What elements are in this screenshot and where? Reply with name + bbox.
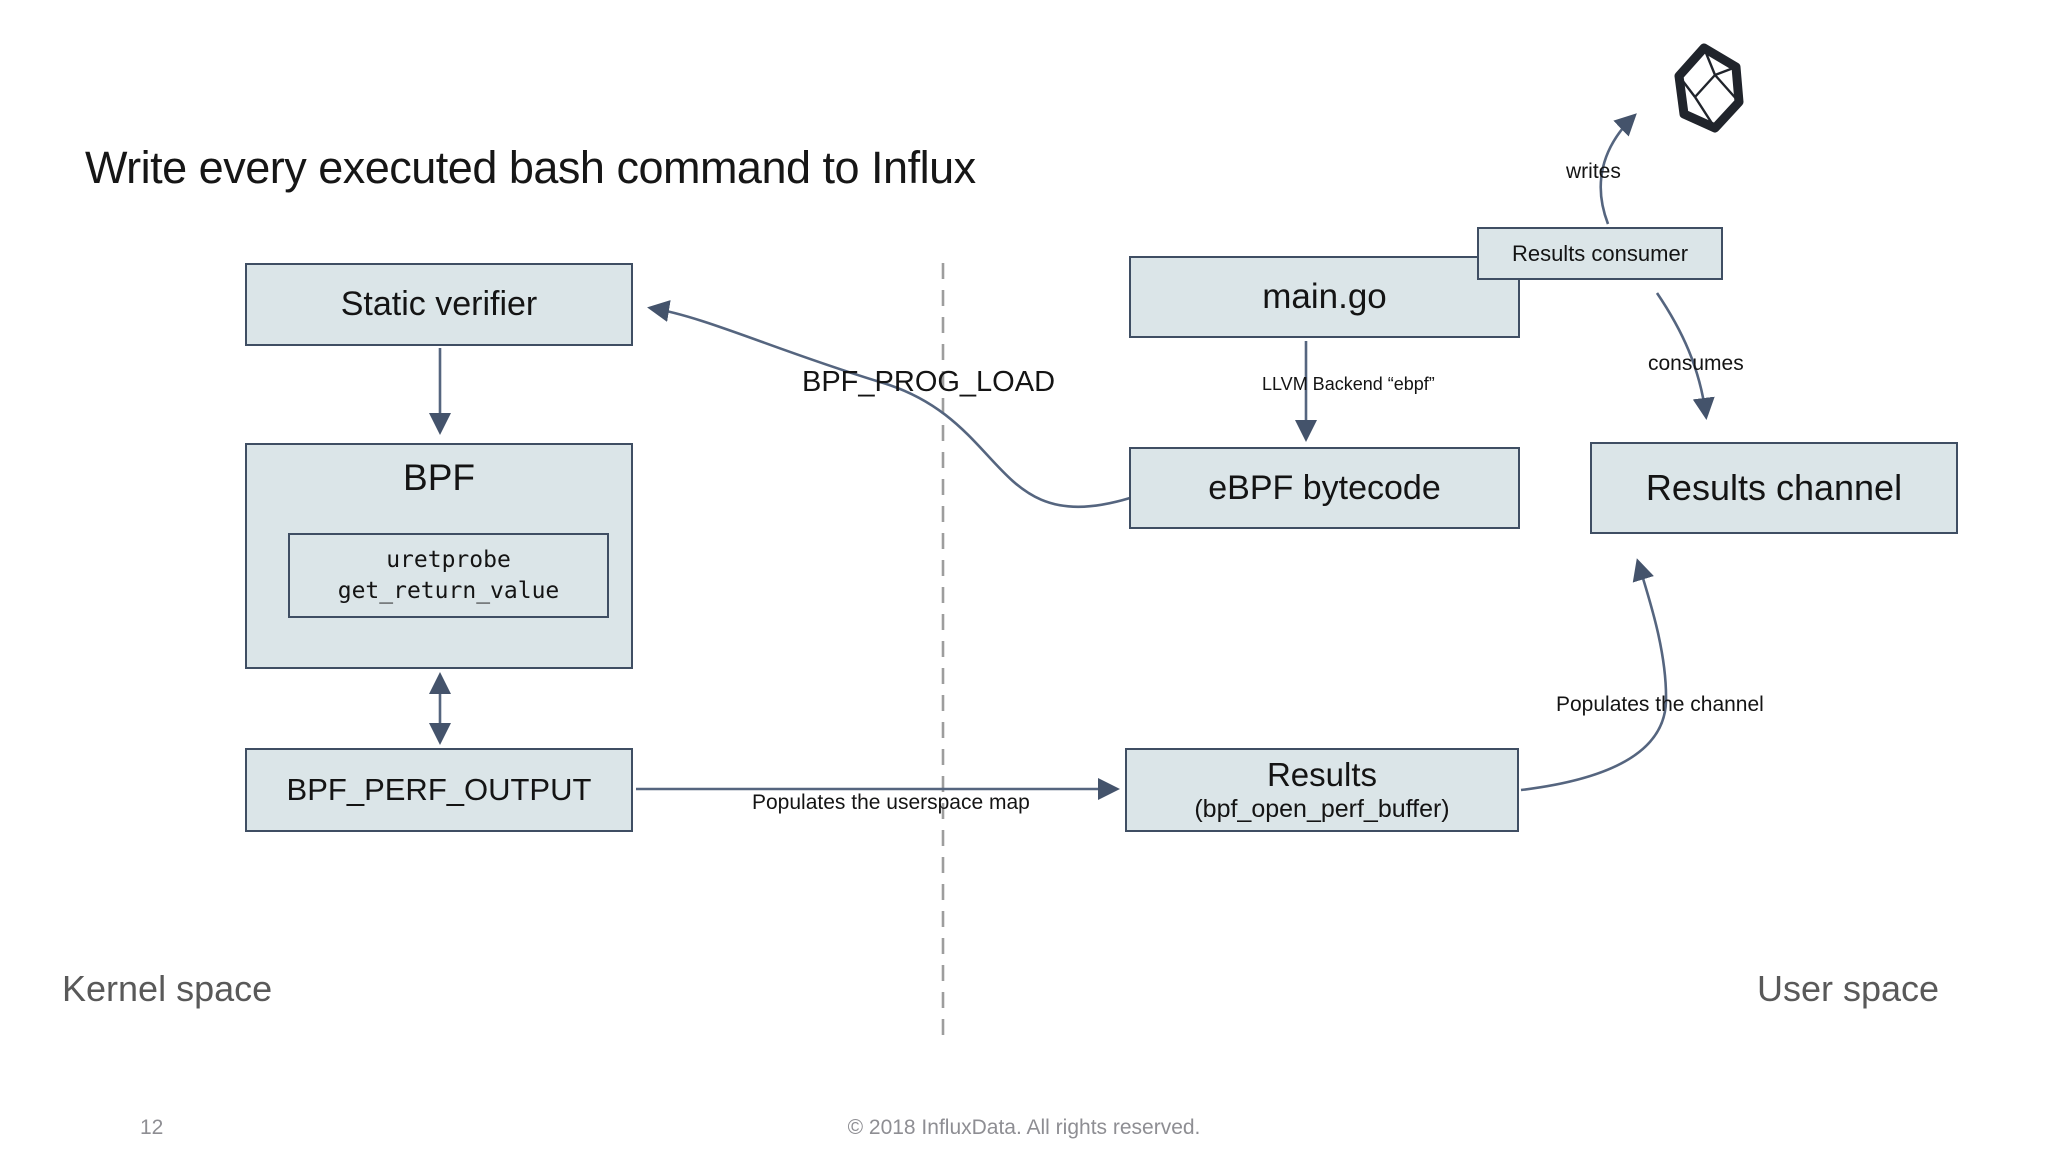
ebpf-bytecode-box: eBPF bytecode (1129, 447, 1520, 529)
get-return-value-label: get_return_value (337, 577, 560, 604)
bpf-perf-output-box: BPF_PERF_OUTPUT (245, 748, 633, 832)
results-consumer-label: Results consumer (1511, 240, 1689, 266)
influxdb-logo-icon (1674, 43, 1744, 133)
main-go-box: main.go (1129, 256, 1520, 338)
populates-channel-label: Populates the channel (1556, 693, 1764, 716)
slide-title: Write every executed bash command to Inf… (85, 142, 976, 193)
results-box: Results (bpf_open_perf_buffer) (1125, 748, 1519, 832)
results-subtitle-label: (bpf_open_perf_buffer) (1194, 795, 1450, 823)
arrow-bpf-prog-load (647, 300, 1131, 509)
bpf-perf-output-label: BPF_PERF_OUTPUT (286, 772, 592, 807)
results-channel-box: Results channel (1590, 442, 1958, 534)
results-channel-label: Results channel (1645, 467, 1903, 508)
consumes-label: consumes (1648, 352, 1744, 375)
main-go-label: main.go (1262, 277, 1387, 316)
uretprobe-box: uretprobe get_return_value (288, 533, 609, 618)
kernel-space-label: Kernel space (62, 968, 273, 1009)
bpf-label: BPF (403, 457, 475, 498)
static-verifier-box: Static verifier (245, 263, 633, 346)
bpf-prog-load-label: BPF_PROG_LOAD (802, 366, 1056, 398)
arrow-consumes (1655, 292, 1715, 420)
results-label: Results (1266, 756, 1378, 793)
llvm-backend-label: LLVM Backend “ebpf” (1262, 374, 1435, 394)
static-verifier-label: Static verifier (340, 285, 538, 323)
arrow-writes (1599, 113, 1637, 225)
populates-userspace-map-label: Populates the userspace map (752, 791, 1030, 814)
copyright-text: © 2018 InfluxData. All rights reserved. (847, 1116, 1201, 1139)
results-consumer-box: Results consumer (1477, 227, 1723, 280)
writes-label: writes (1566, 160, 1621, 183)
uretprobe-label: uretprobe (386, 546, 511, 573)
page-number: 12 (140, 1116, 164, 1139)
user-space-label: User space (1757, 968, 1940, 1009)
arrow-populates-channel (1520, 558, 1668, 792)
ebpf-bytecode-label: eBPF bytecode (1208, 468, 1441, 507)
